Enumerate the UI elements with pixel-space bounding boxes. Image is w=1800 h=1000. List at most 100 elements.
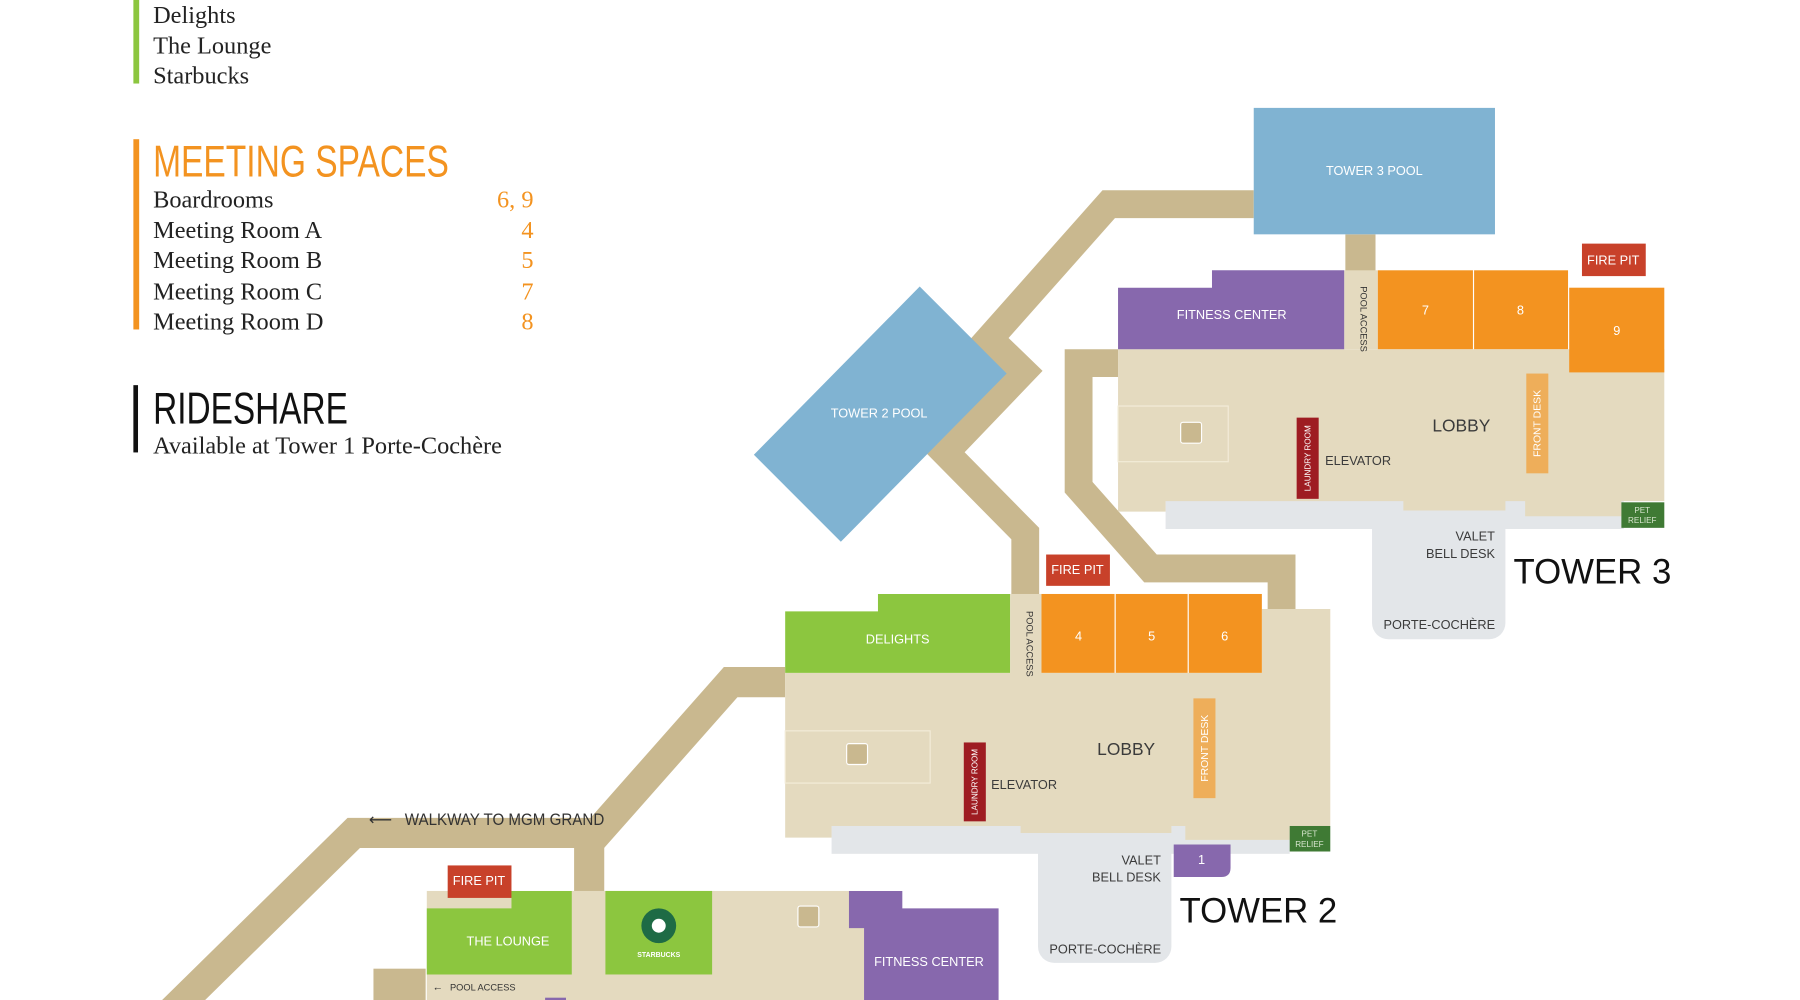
starbucks-logo-inner bbox=[651, 918, 666, 933]
tower3-restroom-area bbox=[1117, 405, 1229, 463]
tower2-laundry-room bbox=[963, 742, 986, 822]
tower1-fitness-label: FITNESS CENTER bbox=[874, 954, 984, 969]
pet-relief-label: PET bbox=[1302, 829, 1318, 838]
tower3-fitness-label: FITNESS CENTER bbox=[1177, 307, 1287, 322]
tower2-bell-desk-label: BELL DESK bbox=[1092, 870, 1161, 885]
walkway-label: ⟵ WALKWAY TO MGM GRAND bbox=[369, 811, 604, 829]
the-lounge[interactable] bbox=[426, 890, 572, 975]
tower3-pool-access[interactable] bbox=[1344, 270, 1378, 350]
tower2-front-desk bbox=[1193, 698, 1216, 799]
room-4-label: 4 bbox=[1075, 628, 1082, 643]
lounge-label: THE LOUNGE bbox=[467, 933, 550, 948]
tower3-pool-access-label: POOL ACCESS bbox=[1358, 286, 1368, 352]
tower3-bell-desk-label: BELL DESK bbox=[1426, 546, 1495, 561]
tower2-lobby-label: LOBBY bbox=[1097, 739, 1155, 759]
tower2-valet-label: VALET bbox=[1122, 852, 1162, 867]
room-6-label: 6 bbox=[1221, 628, 1228, 643]
meeting-name: Meeting Room D bbox=[153, 308, 323, 335]
tower2-pool-label: TOWER 2 POOL bbox=[831, 406, 928, 421]
restroom-icon bbox=[1180, 421, 1203, 444]
arrow-left-icon: ← bbox=[433, 983, 443, 994]
tower3-fire-pit-label: FIRE PIT bbox=[1587, 252, 1640, 267]
meeting-spaces-title: MEETING SPACES bbox=[153, 137, 449, 186]
meeting-room-8[interactable] bbox=[1474, 270, 1569, 350]
tower3-fire-pit[interactable] bbox=[1581, 243, 1646, 277]
tower2: DELIGHTS POOL ACCESS 4 5 6 FIRE PIT LAUN… bbox=[784, 554, 1337, 963]
rideshare-text: Available at Tower 1 Porte-Cochère bbox=[153, 433, 502, 460]
meeting-name: Boardrooms bbox=[153, 187, 273, 214]
tower3-porte-label: PORTE-COCHÈRE bbox=[1383, 617, 1495, 632]
legend-lounge: The Lounge bbox=[153, 32, 271, 59]
legend-delights: Delights bbox=[153, 2, 235, 29]
tower2-restroom-area bbox=[784, 730, 931, 784]
tower3: TOWER 3 POOL POOL ACCESS FITNESS CENTER … bbox=[1117, 107, 1671, 640]
room-5-label: 5 bbox=[1148, 628, 1155, 643]
delights[interactable] bbox=[785, 593, 1011, 673]
pet-relief-label: RELIEF bbox=[1295, 840, 1323, 849]
tower3-elevator-label: ELEVATOR bbox=[1325, 453, 1391, 468]
legend-starbucks: Starbucks bbox=[153, 63, 249, 90]
tower2-laundry-label: LAUNDRY ROOM bbox=[971, 749, 980, 815]
tower2-pool[interactable] bbox=[753, 286, 1007, 542]
tower2-front-desk-label: FRONT DESK bbox=[1200, 715, 1211, 782]
starbucks-label: STARBUCKS bbox=[637, 952, 680, 959]
walkway-t3-t2-east bbox=[1064, 349, 1296, 610]
meeting-name: Meeting Room B bbox=[153, 247, 322, 274]
meeting-room-5[interactable] bbox=[1115, 593, 1188, 673]
room-7-label: 7 bbox=[1422, 302, 1429, 317]
walkway-t3-t2 bbox=[925, 190, 1254, 594]
tower3-pool[interactable] bbox=[1253, 107, 1495, 235]
pet-relief-label: RELIEF bbox=[1628, 516, 1656, 525]
tower2-fire-pit-label: FIRE PIT bbox=[1051, 562, 1104, 577]
arrow-left-icon: ⟵ bbox=[369, 811, 392, 829]
meeting-name: Meeting Room A bbox=[153, 217, 322, 244]
tower3-front-desk bbox=[1526, 373, 1549, 474]
tower2-porte-cochere bbox=[1038, 832, 1172, 963]
walkway-mgm-label: WALKWAY TO MGM GRAND bbox=[405, 811, 604, 829]
meeting-room-6[interactable] bbox=[1188, 593, 1262, 673]
tower2-pet-relief bbox=[1289, 825, 1331, 852]
meeting-rooms: 8 bbox=[521, 308, 533, 335]
tower3-laundry-label: LAUNDRY ROOM bbox=[1303, 425, 1312, 491]
tower1-marker-2 bbox=[545, 997, 566, 1000]
tower3-front-desk-label: FRONT DESK bbox=[1533, 390, 1544, 457]
meeting-rooms: 4 bbox=[521, 217, 533, 244]
tower1-fire-pit[interactable] bbox=[447, 865, 512, 898]
tower2-pool-access-label: POOL ACCESS bbox=[1024, 611, 1034, 677]
rideshare-title: RIDESHARE bbox=[153, 384, 348, 433]
tower1: FIRE PIT THE LOUNGE STARBUCKS FITNESS CE… bbox=[373, 865, 999, 1000]
tower2-pool-access[interactable] bbox=[1010, 593, 1042, 685]
walkways bbox=[162, 190, 1376, 1000]
marker-1-label: 1 bbox=[1198, 852, 1205, 867]
meeting-room-7[interactable] bbox=[1377, 270, 1473, 350]
tower2-marker-1 bbox=[1173, 844, 1231, 878]
tower3-porte-cochere bbox=[1372, 511, 1506, 640]
meeting-rooms: 7 bbox=[521, 278, 533, 305]
tower3-title: TOWER 3 bbox=[1513, 554, 1671, 592]
tower3-laundry-room bbox=[1296, 417, 1319, 499]
meeting-room-4[interactable] bbox=[1041, 593, 1115, 673]
tower3-pool-label: TOWER 3 POOL bbox=[1326, 163, 1423, 178]
tower1-pool-access-label: POOL ACCESS bbox=[450, 983, 516, 993]
dining-bar bbox=[133, 0, 140, 84]
meeting-rooms: 6, 9 bbox=[497, 187, 534, 214]
room-8-label: 8 bbox=[1517, 302, 1524, 317]
tower1-fitness-center[interactable] bbox=[848, 890, 999, 1000]
meeting-rooms: 5 bbox=[521, 247, 533, 274]
meeting-room-9[interactable] bbox=[1569, 287, 1665, 373]
meeting-bar bbox=[133, 139, 140, 330]
tower1-fire-pit-label: FIRE PIT bbox=[453, 873, 506, 888]
tower2-fire-pit[interactable] bbox=[1046, 554, 1110, 586]
tower3-fitness-center[interactable] bbox=[1118, 270, 1345, 350]
tower1-walkway-stub bbox=[373, 968, 426, 1000]
tower2-porte-label: PORTE-COCHÈRE bbox=[1049, 942, 1161, 957]
room-9-label: 9 bbox=[1613, 323, 1620, 338]
restroom-icon bbox=[846, 743, 869, 766]
tower3-pet-relief bbox=[1621, 502, 1665, 528]
legend: Delights The Lounge Starbucks MEETING SP… bbox=[133, 0, 534, 460]
pet-relief-label: PET bbox=[1634, 506, 1650, 515]
tower2-elevator-label: ELEVATOR bbox=[991, 777, 1057, 792]
restroom-icon bbox=[797, 905, 820, 928]
delights-label: DELIGHTS bbox=[866, 632, 930, 647]
